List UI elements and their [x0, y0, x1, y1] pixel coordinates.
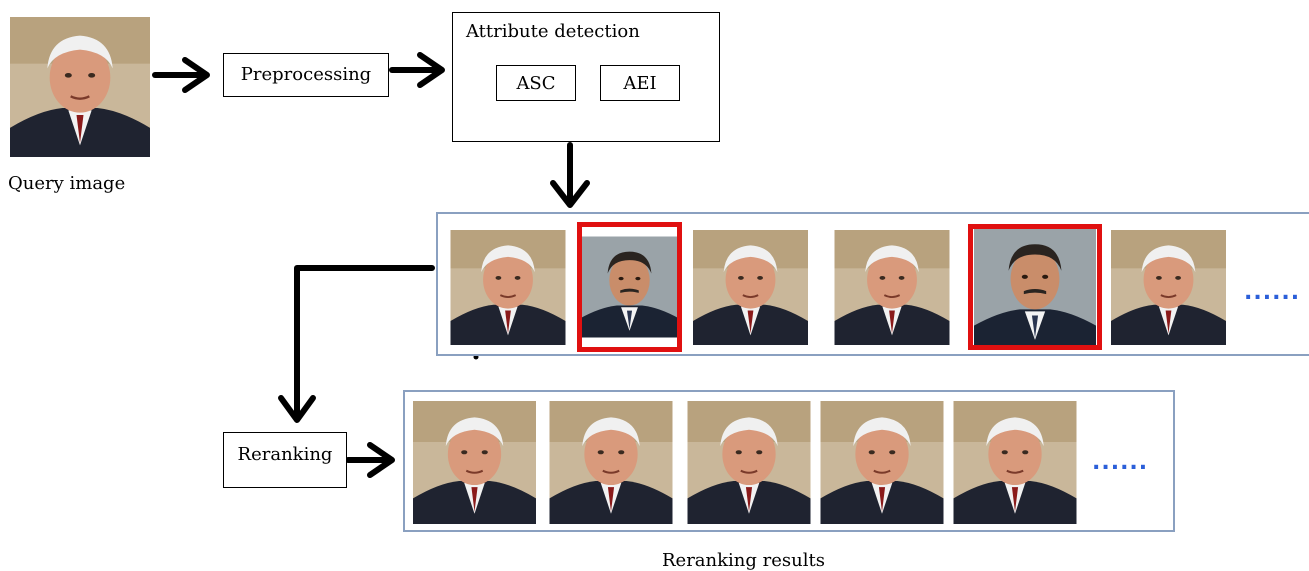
reranked-image — [549, 401, 673, 524]
preprocessing-label: Preprocessing — [240, 64, 372, 85]
preprocessing-box: Preprocessing — [223, 53, 389, 97]
query-image-label: Query image — [8, 173, 126, 194]
attribute-detection-label: Attribute detection — [466, 21, 640, 42]
reranked-image — [687, 401, 811, 524]
reranking-label: Reranking — [237, 444, 333, 465]
reranked-image — [412, 401, 537, 524]
query-image — [10, 17, 150, 157]
aei-label: AEI — [623, 73, 657, 94]
reranking-box: Reranking — [223, 432, 347, 488]
retrieved-image — [831, 230, 953, 345]
aei-box: AEI — [600, 65, 680, 101]
reranking-results-label: Reranking results — [662, 550, 825, 571]
incorrect-result-highlight — [577, 222, 682, 352]
reranked-image — [953, 401, 1077, 524]
retrieved-image — [1108, 230, 1229, 345]
incorrect-result-highlight — [968, 224, 1102, 350]
retrieved-image — [448, 230, 568, 345]
attribute-detection-box: Attribute detection ASC AEI — [452, 12, 720, 142]
more-reranked-ellipsis: ...... — [1092, 450, 1149, 475]
reranked-image — [820, 401, 944, 524]
asc-label: ASC — [516, 73, 556, 94]
asc-box: ASC — [496, 65, 576, 101]
more-results-ellipsis: ...... — [1244, 280, 1301, 305]
retrieved-image — [690, 230, 811, 345]
